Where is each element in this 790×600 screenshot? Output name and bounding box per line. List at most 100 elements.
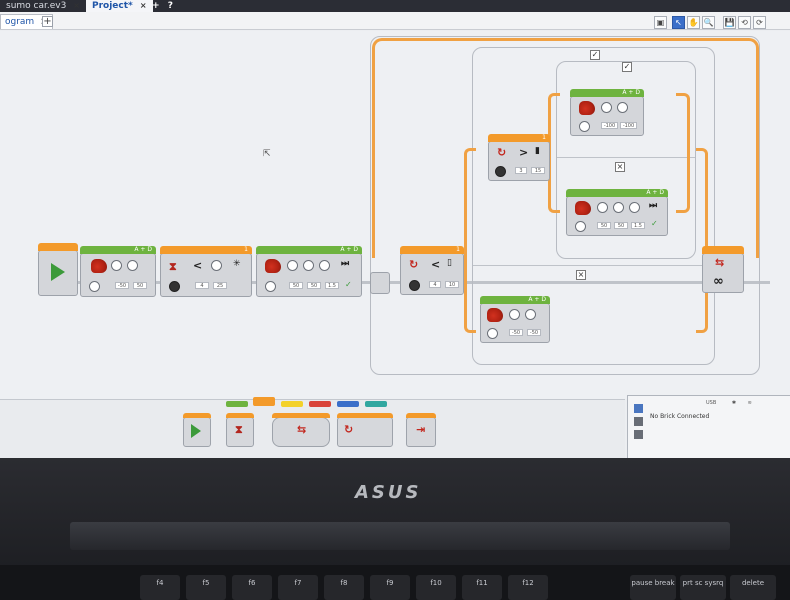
connection-status: No Brick Connected (650, 413, 710, 420)
power-right-icon (303, 260, 314, 271)
select-tool-icon[interactable]: ↖ (672, 16, 685, 29)
program-canvas[interactable]: ✓ × ✓ × A + D (0, 31, 790, 399)
rotations-value[interactable]: 1.5 (325, 282, 339, 289)
mode-icon[interactable] (575, 221, 586, 232)
threshold-port[interactable]: 4 (429, 281, 441, 288)
key-f11[interactable]: f11 (462, 575, 502, 600)
key-delete[interactable]: delete (730, 575, 776, 600)
project-tab-project[interactable]: Project* × (86, 0, 153, 12)
mode-icon[interactable] (579, 121, 590, 132)
move-tank-block[interactable]: A + D ⏭ 50 50 1.5 ✓ (256, 246, 362, 297)
palette-category-sensor[interactable] (281, 401, 303, 407)
loop-end-block[interactable]: ⇆ ∞ (702, 246, 744, 293)
mode-icon[interactable] (409, 280, 420, 291)
key-f5[interactable]: f5 (186, 575, 226, 600)
rotations-value[interactable]: 1.5 (631, 222, 645, 229)
close-icon[interactable]: × (139, 1, 147, 10)
switch-branch-wire (696, 148, 708, 333)
key-f8[interactable]: f8 (324, 575, 364, 600)
power-right-value[interactable]: -50 (527, 329, 541, 336)
pan-tool-icon[interactable]: ✋ (687, 16, 700, 29)
power-right-value[interactable]: 50 (133, 282, 147, 289)
loop-frame (372, 38, 759, 258)
port-view-tab[interactable] (634, 417, 643, 426)
key-f12[interactable]: f12 (508, 575, 548, 600)
threshold-value[interactable]: 15 (531, 167, 545, 174)
case-true-icon[interactable]: ✓ (590, 50, 600, 60)
help-icon[interactable]: ? (167, 1, 173, 11)
threshold-value[interactable]: 25 (213, 282, 227, 289)
key-f6[interactable]: f6 (232, 575, 272, 600)
comment-tool-icon[interactable]: ▣ (654, 16, 667, 29)
mode-icon[interactable] (89, 281, 100, 292)
palette-start-block[interactable] (183, 413, 211, 447)
power-left-value[interactable]: 50 (289, 282, 303, 289)
close-icon[interactable]: × (73, 1, 80, 10)
key-print-screen[interactable]: prt sc sysrq (680, 575, 726, 600)
power-right-value[interactable]: 50 (307, 282, 321, 289)
power-left-value[interactable]: -50 (509, 329, 523, 336)
hardware-page: USB ✱ ≋ No Brick Connected (627, 395, 790, 458)
power-left-icon (601, 102, 612, 113)
brake-icon: ⏭ (649, 201, 658, 211)
power-right-icon (525, 309, 536, 320)
move-tank-block[interactable]: A + D ⏭ 50 50 1.5 ✓ (566, 189, 668, 236)
block-palette: ⧗ ⇆ ↻ ⇥ (0, 397, 625, 458)
compare-label: < (431, 258, 441, 271)
power-left-value[interactable]: -50 (115, 282, 129, 289)
threshold-value[interactable]: 10 (445, 281, 459, 288)
port-label: A + D (256, 246, 362, 254)
move-tank-block[interactable]: A + D -100 -100 (570, 89, 644, 136)
zoom-tool-icon[interactable]: 🔍 (702, 16, 715, 29)
add-project-button[interactable]: + ? (146, 0, 179, 12)
palette-wait-block[interactable]: ⧗ (226, 413, 254, 447)
redo-icon[interactable]: ⟳ (753, 16, 766, 29)
key-f7[interactable]: f7 (278, 575, 318, 600)
switch-block[interactable]: 1 ↻ > ▮ 3 15 (488, 134, 550, 181)
palette-category-data[interactable] (309, 401, 331, 407)
key-f9[interactable]: f9 (370, 575, 410, 600)
save-icon[interactable]: 💾 (723, 16, 736, 29)
palette-category-myblocks[interactable] (365, 401, 387, 407)
add-program-button[interactable]: + (42, 16, 53, 27)
power-right-value[interactable]: -100 (620, 122, 637, 129)
case-false-icon[interactable]: × (576, 270, 586, 280)
power-right-value[interactable]: 50 (614, 222, 628, 229)
palette-category-flow[interactable] (253, 397, 275, 406)
mode-icon[interactable] (265, 281, 276, 292)
switch-block[interactable]: 1 ↻ < ▯ 4 10 (400, 246, 464, 295)
power-left-value[interactable]: 50 (597, 222, 611, 229)
start-block[interactable] (38, 243, 78, 296)
project-tab-bar: sumo car.ev3 × Project* × + ? (0, 0, 790, 12)
mode-icon[interactable] (495, 166, 506, 177)
motor-icon (91, 259, 107, 273)
palette-category-action[interactable] (226, 401, 248, 407)
palette-loop-interrupt-block[interactable]: ⇥ (406, 413, 436, 447)
sensor-icon (211, 260, 222, 271)
palette-category-advanced[interactable] (337, 401, 359, 407)
key-pause[interactable]: pause break (630, 575, 676, 600)
threshold-port[interactable]: 4 (195, 282, 209, 289)
key-f10[interactable]: f10 (416, 575, 456, 600)
mode-icon[interactable] (169, 281, 180, 292)
plus-icon: + (152, 1, 160, 11)
project-tab-sumo-car[interactable]: sumo car.ev3 × (0, 0, 86, 12)
threshold-port[interactable]: 3 (515, 167, 527, 174)
undo-icon[interactable]: ⟲ (738, 16, 751, 29)
brick-info-tab[interactable] (634, 404, 643, 413)
palette-switch-block[interactable]: ↻ (337, 413, 393, 447)
block-header (702, 246, 744, 254)
case-divider (557, 157, 695, 158)
power-left-value[interactable]: -100 (601, 122, 618, 129)
palette-loop-block[interactable]: ⇆ (272, 413, 330, 447)
case-false-icon[interactable]: × (615, 162, 625, 172)
wait-block[interactable]: 1 ⧗ < ✳ 4 25 (160, 246, 252, 297)
mode-icon[interactable] (487, 328, 498, 339)
case-divider (473, 265, 713, 266)
move-tank-block[interactable]: A + D -50 -50 (480, 296, 550, 343)
usb-label: USB (706, 400, 717, 406)
move-tank-block[interactable]: A + D -50 50 (80, 246, 156, 297)
case-true-icon[interactable]: ✓ (622, 62, 632, 72)
key-f4[interactable]: f4 (140, 575, 180, 600)
available-bricks-tab[interactable] (634, 430, 643, 439)
